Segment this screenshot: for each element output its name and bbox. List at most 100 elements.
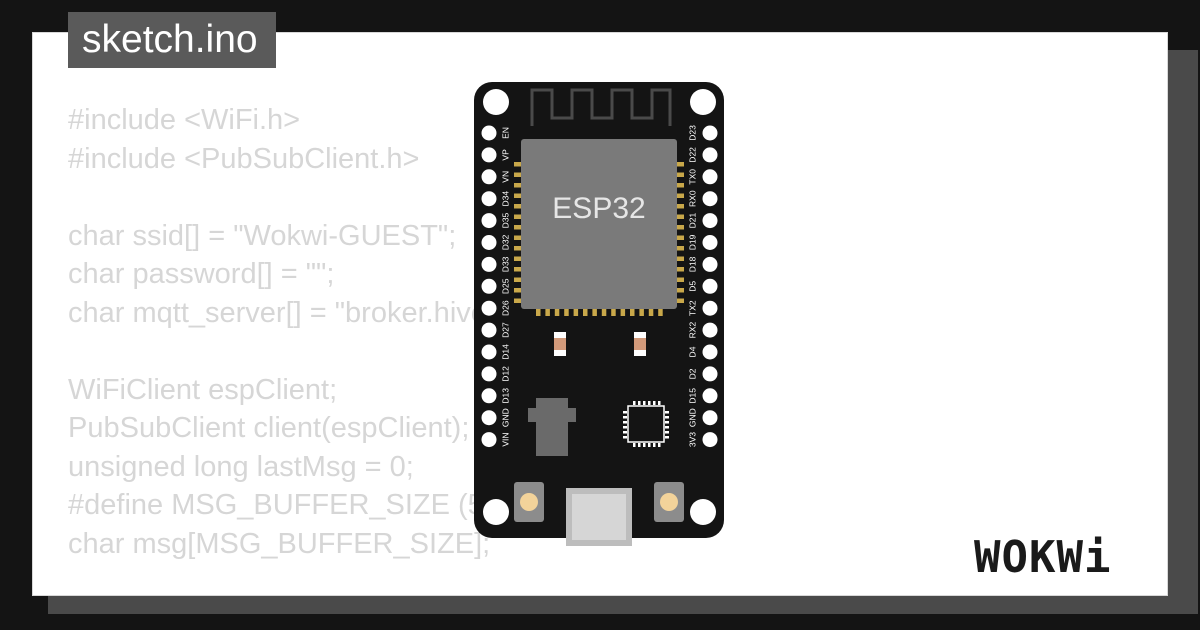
- usb-connector-inner: [572, 494, 626, 540]
- pin-label-right: D19: [687, 234, 697, 250]
- header-pin-left: [481, 300, 497, 316]
- wokwi-logo: WOKWi: [974, 532, 1111, 582]
- header-pin-left: [481, 410, 497, 426]
- qfn-pin: [643, 443, 646, 447]
- pin-label-left: GND: [500, 408, 510, 427]
- qfn-pin: [648, 401, 651, 405]
- header-pin-left: [481, 278, 497, 294]
- pin-label-left: D33: [500, 256, 510, 272]
- chip-pad: [514, 288, 523, 293]
- chip-pad: [675, 277, 684, 282]
- qfn-pin: [638, 401, 641, 405]
- chip-pad: [514, 183, 523, 188]
- qfn-pin: [643, 401, 646, 405]
- chip-pad: [675, 267, 684, 272]
- chip-pad: [630, 307, 635, 316]
- chip-pad: [592, 307, 597, 316]
- pin-label-right: RX2: [687, 322, 697, 339]
- qfn-pin: [623, 426, 627, 429]
- code-line: WiFiClient espClient;: [68, 373, 338, 406]
- qfn-pin: [633, 443, 636, 447]
- chip-pad: [514, 162, 523, 167]
- chip-pad: [564, 307, 569, 316]
- chip-pad: [675, 246, 684, 251]
- qfn-pin: [658, 443, 661, 447]
- chip-pad: [536, 307, 541, 316]
- qfn-pin: [665, 431, 669, 434]
- header-pin-right: [702, 388, 718, 404]
- file-tab[interactable]: sketch.ino: [68, 12, 276, 68]
- pin-label-left: VIN: [500, 433, 510, 447]
- pin-label-left: D32: [500, 234, 510, 250]
- header-pin-right: [702, 147, 718, 163]
- header-pin-right: [702, 300, 718, 316]
- pin-label-right: RX0: [687, 190, 697, 207]
- pin-label-left: D13: [500, 388, 510, 404]
- chip-pad: [514, 246, 523, 251]
- pin-label-right: D2: [687, 368, 697, 379]
- pin-label-left: D35: [500, 213, 510, 229]
- voltage-regulator-tab: [528, 408, 576, 422]
- header-pin-left: [481, 169, 497, 185]
- qfn-pin: [648, 443, 651, 447]
- qfn-pin: [653, 443, 656, 447]
- chip-pad: [620, 307, 626, 316]
- header-pin-left: [481, 147, 497, 163]
- qfn-body: [627, 405, 665, 443]
- header-pin-left: [481, 213, 497, 229]
- pin-label-right: D22: [687, 147, 697, 163]
- qfn-pin: [623, 411, 627, 414]
- code-line: PubSubClient client(espClient);: [68, 412, 470, 444]
- chip-pad: [514, 235, 523, 240]
- qfn-pin: [633, 401, 636, 405]
- header-pin-right: [702, 432, 718, 448]
- qfn-pin: [665, 421, 669, 424]
- header-pin-right: [702, 322, 718, 338]
- smd-resistor-body: [634, 338, 646, 350]
- chip-pad: [675, 235, 684, 240]
- chip-pad: [554, 307, 560, 316]
- code-line: char password[] = "";: [68, 258, 335, 290]
- header-pins: ENVPVND34D35D32D33D25D26D27D14D12D13GNDV…: [481, 125, 718, 448]
- boot-button-cap: [520, 493, 538, 511]
- header-pin-right: [702, 256, 718, 272]
- file-tab-label: sketch.ino: [82, 18, 258, 61]
- header-pin-right: [702, 125, 718, 141]
- wokwi-logo-text: WOKWi: [974, 532, 1111, 582]
- esp32-board-graphic: ESP32 ENVPVND34D35D32D33D25D26D27D14D12D…: [474, 82, 724, 546]
- code-line: #include <WiFi.h>: [68, 104, 301, 136]
- chip-pad: [514, 277, 523, 282]
- pin-label-right: D5: [687, 281, 697, 292]
- pin-label-right: TX0: [687, 169, 697, 185]
- chip-pad: [675, 183, 684, 188]
- chip-pad: [675, 172, 684, 177]
- chip-pad: [573, 307, 579, 316]
- chip-label: ESP32: [552, 192, 645, 225]
- qfn-pin: [665, 411, 669, 414]
- chip-pad: [514, 214, 523, 219]
- pin-label-right: D23: [687, 125, 697, 141]
- header-pin-right: [702, 366, 718, 382]
- qfn-pin: [658, 401, 661, 405]
- pin-label-left: D26: [500, 300, 510, 316]
- pin-label-right: GND: [687, 408, 697, 427]
- qfn-pin: [623, 421, 627, 424]
- chip-pad: [639, 307, 644, 316]
- chip-pad: [514, 298, 523, 303]
- qfn-pin: [623, 416, 627, 419]
- pin-label-left: D25: [500, 278, 510, 294]
- smd-resistor-body: [554, 338, 566, 350]
- header-pin-right: [702, 278, 718, 294]
- header-pin-left: [481, 256, 497, 272]
- qfn-pin: [638, 443, 641, 447]
- chip-pad: [648, 307, 654, 316]
- chip-pad: [675, 298, 684, 303]
- header-pin-right: [702, 169, 718, 185]
- chip-pad: [675, 193, 684, 198]
- chip-pad: [514, 267, 523, 272]
- pin-label-right: D15: [687, 388, 697, 404]
- code-line: char ssid[] = "Wokwi-GUEST";: [68, 219, 457, 252]
- header-pin-right: [702, 235, 718, 250]
- chip-pad: [611, 307, 616, 316]
